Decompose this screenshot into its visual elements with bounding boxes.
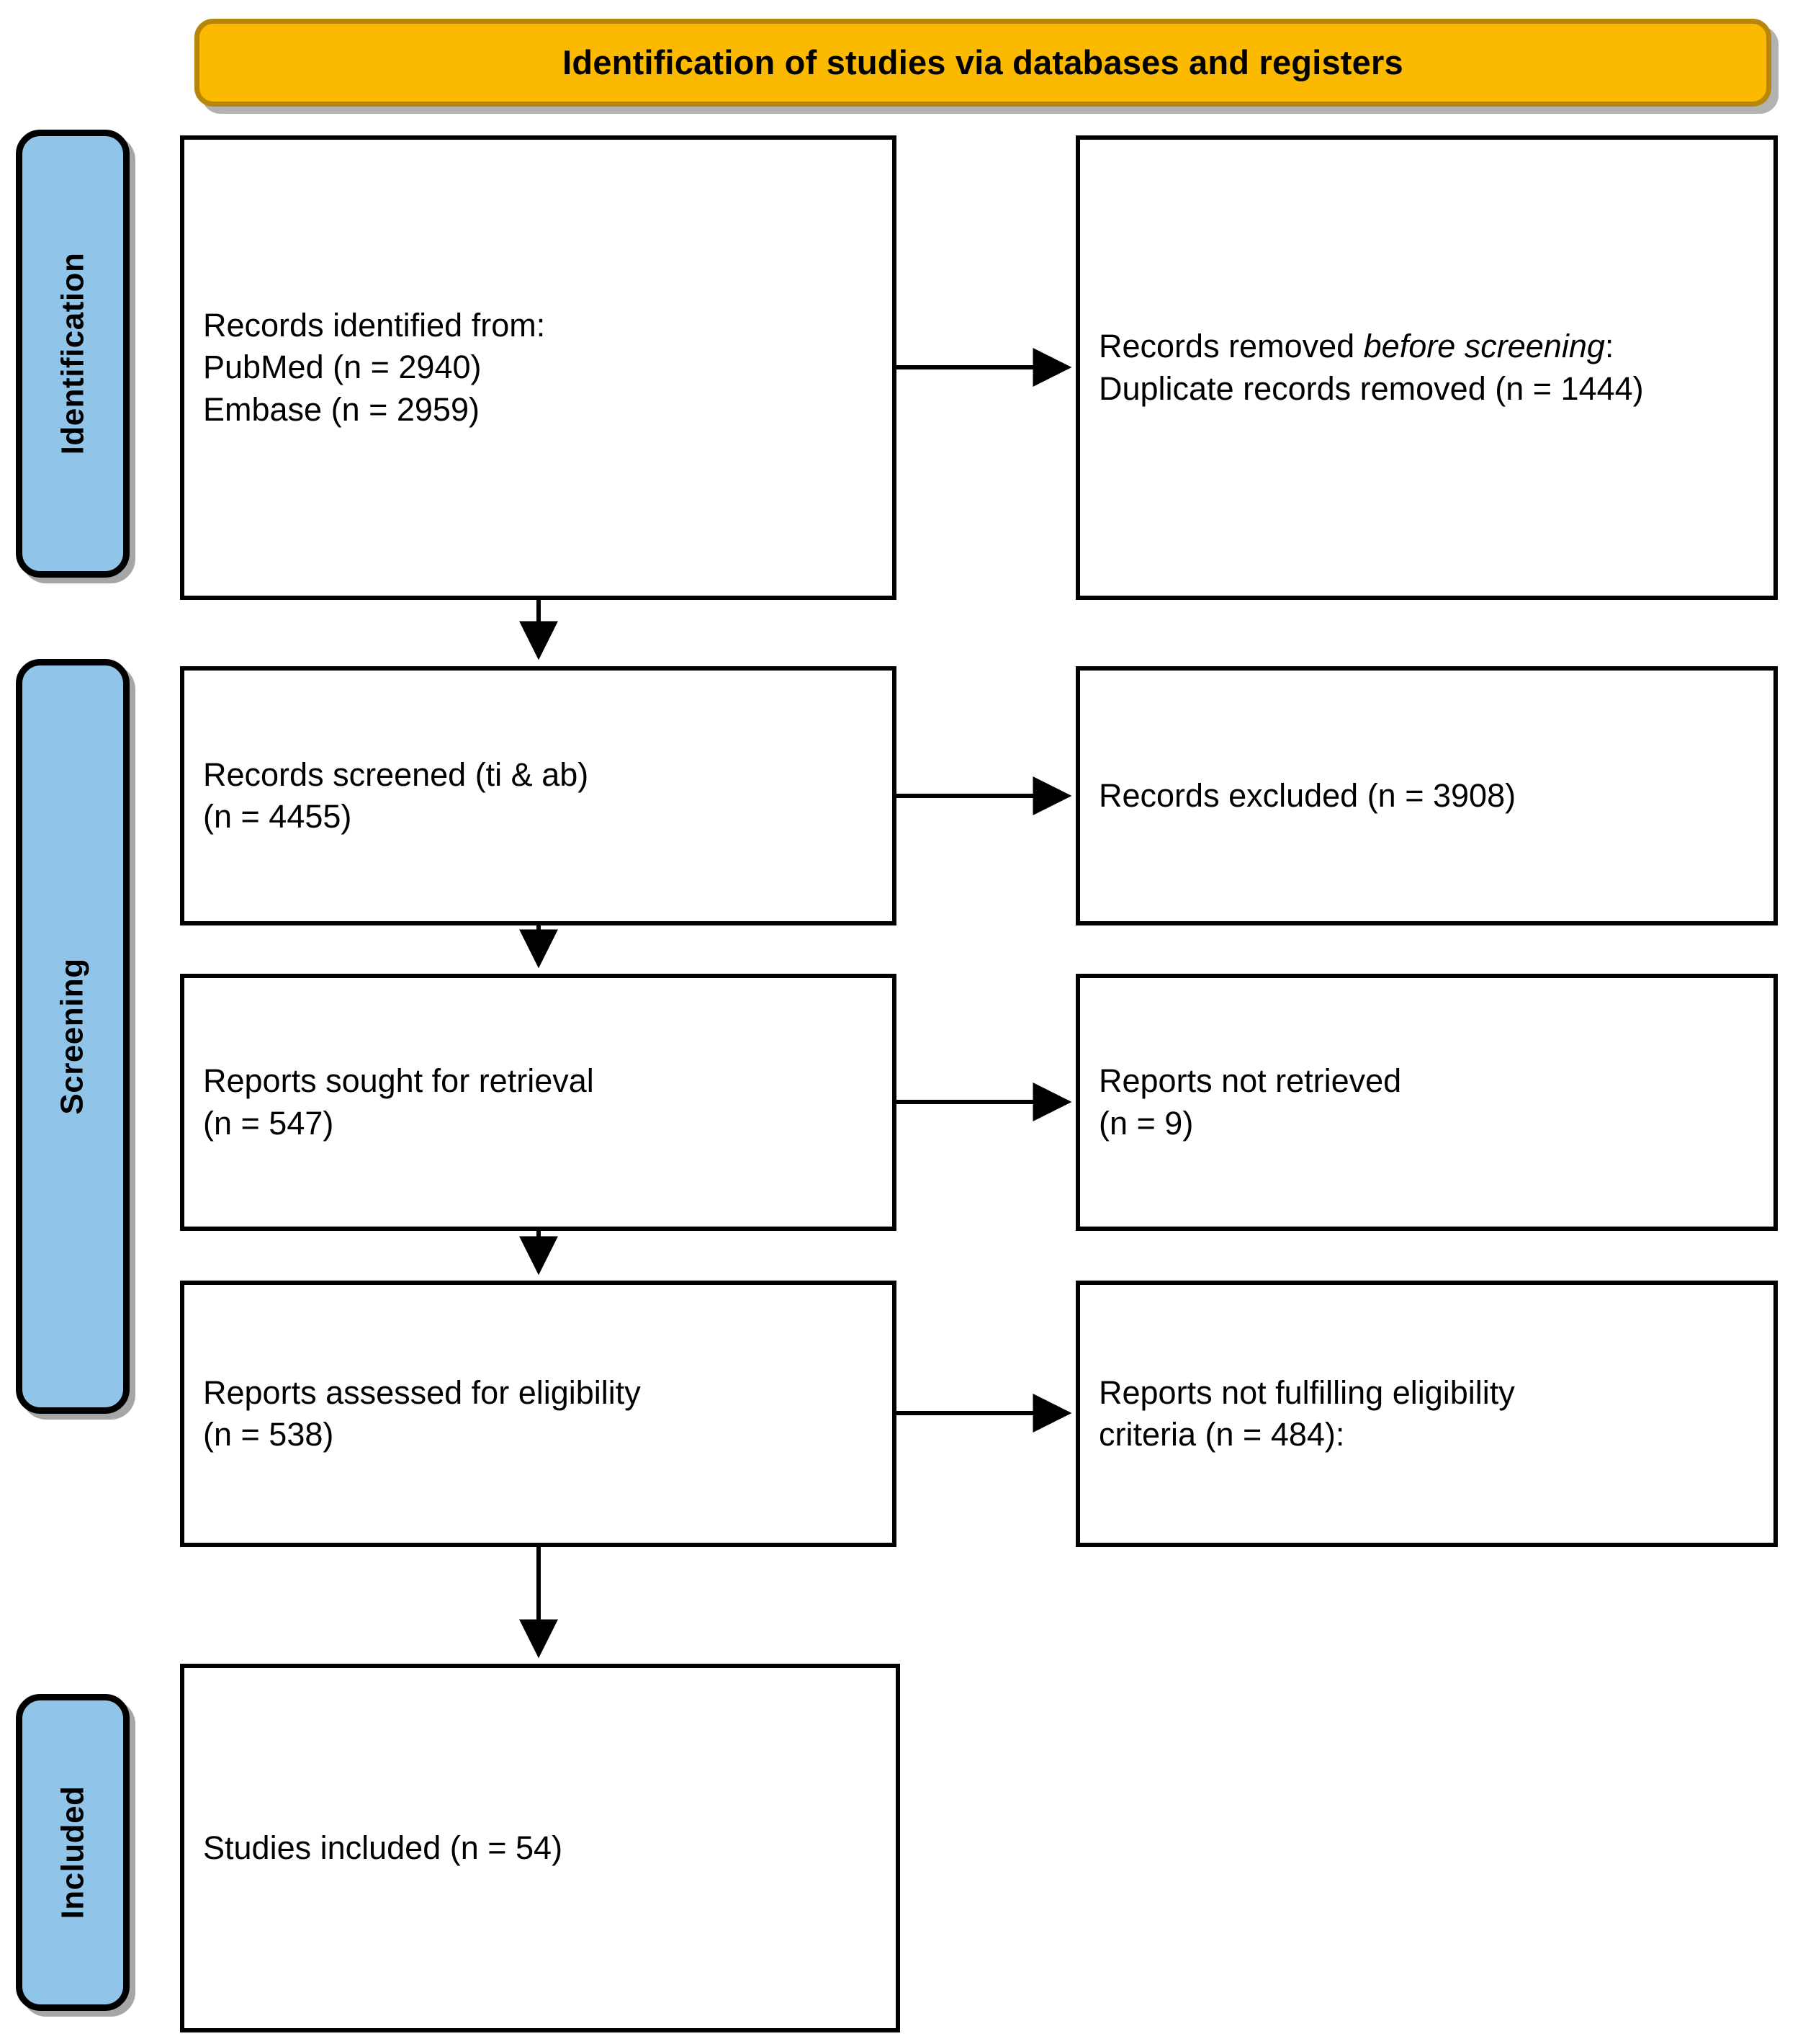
records-excluded-line1: Records excluded (n = 3908) <box>1099 776 1516 814</box>
records-identified-line1: Records identified from: <box>203 306 546 344</box>
studies-included-line1: Studies included (n = 54) <box>203 1829 563 1866</box>
records-removed-lead: Records removed <box>1099 328 1364 364</box>
node-text: Reports sought for retrieval (n = 547) <box>184 1060 613 1144</box>
node-records-screened: Records screened (ti & ab) (n = 4455) <box>180 666 896 925</box>
node-reports-sought-for-retrieval: Reports sought for retrieval (n = 547) <box>180 974 896 1231</box>
node-studies-included: Studies included (n = 54) <box>180 1664 900 2032</box>
records-screened-line1: Records screened (ti & ab) <box>203 756 589 793</box>
node-text: Studies included (n = 54) <box>184 1827 581 1870</box>
stage-label-screening: Screening <box>16 659 130 1414</box>
records-removed-emphasis: before screening <box>1363 328 1605 364</box>
node-records-identified: Records identified from: PubMed (n = 2940… <box>180 135 896 600</box>
node-reports-not-retrieved: Reports not retrieved (n = 9) <box>1076 974 1778 1231</box>
node-records-removed-before-screening: Records removed before screening: Duplica… <box>1076 135 1778 600</box>
node-text: Reports assessed for eligibility (n = 538… <box>184 1372 660 1456</box>
reports-sought-line1: Reports sought for retrieval <box>203 1062 594 1099</box>
node-text: Reports not retrieved (n = 9) <box>1080 1060 1420 1144</box>
reports-assessed-line1: Reports assessed for eligibility <box>203 1373 641 1411</box>
stage-label-text: Identification <box>55 252 90 455</box>
records-removed-lead-end: : <box>1604 328 1614 364</box>
stage-label-text: Included <box>55 1785 90 1919</box>
node-text: Records removed before screening: Duplica… <box>1080 326 1663 410</box>
reports-not-eligible-line2: criteria (n = 484): <box>1099 1416 1345 1453</box>
node-reports-not-fulfilling-eligibility: Reports not fulfilling eligibility criter… <box>1076 1281 1778 1547</box>
reports-assessed-count: (n = 538) <box>203 1416 334 1453</box>
reports-not-eligible-line1: Reports not fulfilling eligibility <box>1099 1373 1515 1411</box>
node-records-excluded: Records excluded (n = 3908) <box>1076 666 1778 925</box>
stage-label-text: Screening <box>55 958 90 1115</box>
records-identified-pubmed: PubMed (n = 2940) <box>203 349 482 386</box>
node-text: Reports not fulfilling eligibility criter… <box>1080 1372 1534 1456</box>
node-text: Records identified from: PubMed (n = 2940… <box>184 305 564 431</box>
stage-label-identification: Identification <box>16 130 130 578</box>
node-reports-assessed-for-eligibility: Reports assessed for eligibility (n = 538… <box>180 1281 896 1547</box>
stage-label-included: Included <box>16 1694 130 2011</box>
reports-not-retrieved-line1: Reports not retrieved <box>1099 1062 1402 1099</box>
records-identified-embase: Embase (n = 2959) <box>203 390 480 428</box>
records-removed-detail: Duplicate records removed (n = 1444) <box>1099 369 1644 407</box>
diagram-header-banner: Identification of studies via databases … <box>194 19 1771 107</box>
reports-sought-count: (n = 547) <box>203 1104 334 1142</box>
diagram-title: Identification of studies via databases … <box>562 43 1403 82</box>
reports-not-retrieved-count: (n = 9) <box>1099 1104 1194 1142</box>
node-text: Records excluded (n = 3908) <box>1080 775 1534 817</box>
node-text: Records screened (ti & ab) (n = 4455) <box>184 754 607 838</box>
records-screened-count: (n = 4455) <box>203 798 352 835</box>
